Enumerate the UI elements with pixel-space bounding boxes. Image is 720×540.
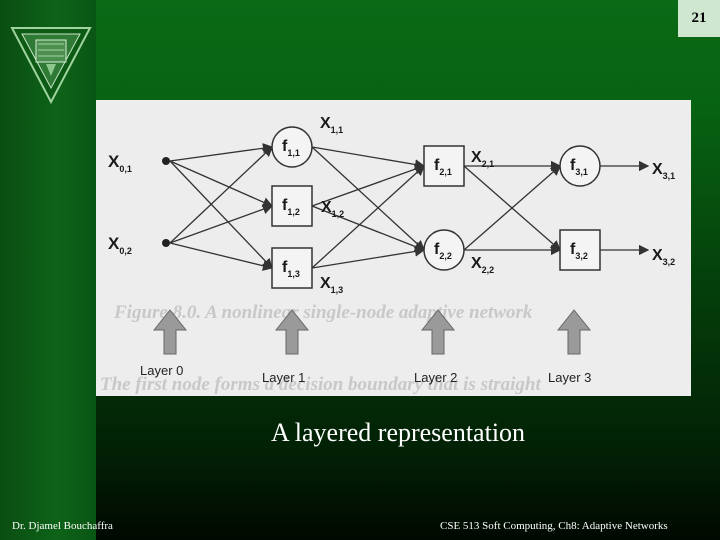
node-label-f32: f3,2 [570,241,588,261]
layer-3-up-arrow-icon [556,309,592,355]
output-label-f32: X3,2 [652,247,675,267]
footer-course: CSE 513 Soft Computing, Ch8: Adaptive Ne… [440,520,668,532]
input-dot-x01 [162,157,170,165]
node-f31 [559,145,601,187]
node-f22 [423,229,465,271]
node-label-f21: f2,1 [434,157,452,177]
node-label-f22: f2,2 [434,241,452,261]
page-number: 21 [678,0,720,37]
edge-x02-f12 [169,204,274,244]
layer-0-label: Layer 0 [140,363,183,378]
node-label-f11: f1,1 [282,138,300,158]
layer-0-up-arrow-icon [152,309,188,355]
edge-x02-f11 [169,146,273,244]
input-label-x02: X0,2 [108,234,132,256]
edge-f11-f22 [311,146,425,251]
input-dot-x02 [162,239,170,247]
output-label-f22: X2,2 [471,255,494,275]
edge-f12-f21 [311,164,426,207]
layer-2-up-arrow-icon [420,309,456,355]
edge-f22-f31 [463,165,561,251]
input-label-x01: X0,1 [108,152,132,174]
layer-1-up-arrow-icon [274,309,310,355]
edge-x02-f13 [169,242,274,271]
output-label-f12: X1,2 [321,199,344,219]
node-label-f31: f3,1 [570,157,588,177]
ghost-caption-line1: Figure 8.0. A nonlinear single-node adap… [113,302,533,323]
edges-group [169,143,650,271]
network-diagram: Figure 8.0. A nonlinear single-node adap… [100,115,675,395]
node-f13 [271,247,313,289]
node-f12 [271,185,313,227]
node-label-f13: f1,3 [282,259,300,279]
node-f32 [559,229,601,271]
edge-f12-f22 [311,205,426,252]
network-figure: Figure 8.0. A nonlinear single-node adap… [96,100,691,396]
output-label-f31: X3,1 [652,161,675,181]
layer-3-label: Layer 3 [548,370,591,385]
output-label-f21: X2,1 [471,149,494,169]
university-logo-icon [10,27,92,105]
node-f11 [271,126,313,168]
ghost-caption-line2: The first node forms a decision boundary… [100,374,541,395]
output-label-f11: X1,1 [320,115,343,135]
layer-1-label: Layer 1 [262,370,305,385]
layer-arrows [152,309,592,355]
edge-x01-f13 [169,160,273,269]
output-label-f13: X1,3 [320,275,343,295]
slide-caption: A layered representation [270,418,526,447]
edge-f13-f22 [311,246,426,269]
nodes-group: X0,1X0,2 f1,1 f1,2 f1,3 f2,1 f2,2 f3,1 f3,2 X1,1… [108,115,675,295]
edge-x01-f12 [169,160,274,208]
node-label-f12: f1,2 [282,197,300,217]
edge-x01-f11 [169,143,274,162]
edge-f11-f21 [311,146,426,170]
layer-2-label: Layer 2 [414,370,457,385]
node-f21 [423,145,465,187]
edge-f13-f21 [311,165,425,269]
footer-author: Dr. Djamel Bouchaffra [12,520,113,532]
